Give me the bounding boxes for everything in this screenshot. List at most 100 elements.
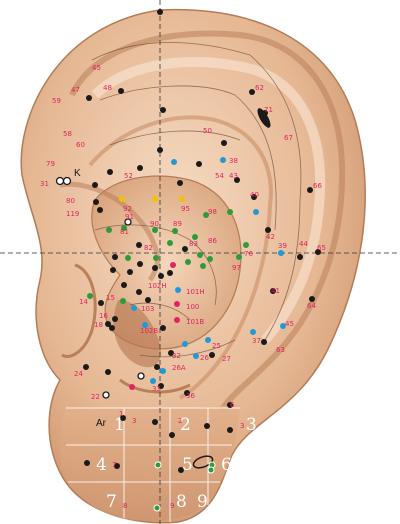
acupoint-85 xyxy=(129,384,135,390)
point-label-50: 63 xyxy=(276,346,285,354)
point-label-20: 95 xyxy=(181,205,190,213)
acupoint-73 xyxy=(205,337,211,343)
point-label-28: 83 xyxy=(189,240,198,248)
acupoint-86 xyxy=(158,383,164,389)
point-label-12: 80 xyxy=(66,197,75,205)
acupoint-31 xyxy=(192,234,198,240)
acupoint-53 xyxy=(167,270,173,276)
point-label-67: 9 xyxy=(170,502,174,510)
point-label-16: 43 xyxy=(229,172,238,180)
acupoint-13 xyxy=(307,187,313,193)
acupoint-91 xyxy=(152,419,158,425)
acupoint-101 xyxy=(169,432,175,438)
acupoint-84 xyxy=(150,378,156,384)
acupoint-88 xyxy=(184,390,190,396)
point-label-3: 59 xyxy=(52,97,61,105)
acupoint-6 xyxy=(221,140,227,146)
acupoint-37 xyxy=(278,250,284,256)
acupoint-1 xyxy=(86,95,92,101)
acupoint-72 xyxy=(160,325,166,331)
lobe-grid xyxy=(66,407,240,522)
acupoint-23 xyxy=(227,209,233,215)
point-label-57: 33 xyxy=(152,385,161,393)
region-lines xyxy=(91,42,302,358)
point-label-38: 14 xyxy=(79,298,88,306)
point-label-24: 42 xyxy=(266,233,275,241)
point-label-26: 90 xyxy=(150,220,159,228)
point-label-11: 31 xyxy=(40,180,49,188)
point-label-60: 6 xyxy=(230,401,235,409)
acupoint-38 xyxy=(125,255,131,261)
top-marker xyxy=(157,9,163,15)
acupoint-96 xyxy=(154,461,162,469)
label-ar: Ar xyxy=(96,418,107,429)
acupoint-5 xyxy=(157,147,163,153)
acupoint-52 xyxy=(158,273,164,279)
acupoint-68 xyxy=(142,322,148,328)
acupoint-98 xyxy=(178,467,184,473)
acupoint-50 xyxy=(110,267,116,273)
acupoint-78 xyxy=(209,352,215,358)
acupoint-79 xyxy=(83,364,89,370)
acupoint-24 xyxy=(203,212,209,218)
acupoint-57 xyxy=(270,288,276,294)
lobe-zone-5: 5 xyxy=(182,455,193,475)
acupoint-35 xyxy=(182,246,188,252)
acupoint-77 xyxy=(193,353,199,359)
acupoint-65 xyxy=(309,296,315,302)
point-label-56: 24 xyxy=(74,370,83,378)
acupoint-2 xyxy=(249,89,255,95)
acupoint-11 xyxy=(196,161,202,167)
point-label-5: 71 xyxy=(264,106,273,114)
point-label-34: 76 xyxy=(244,250,253,258)
acupoint-3 xyxy=(262,110,268,116)
acupoint-46 xyxy=(315,249,321,255)
lobe-zone-4: 4 xyxy=(96,455,107,475)
acupoint-9 xyxy=(171,159,177,165)
acupoint-63 xyxy=(174,301,180,307)
point-label-7: 58 xyxy=(63,130,72,138)
point-label-27: 89 xyxy=(173,220,182,228)
lobe-zone-8: 8 xyxy=(176,492,187,512)
point-label-61: 1 xyxy=(119,410,123,418)
acupoint-92 xyxy=(204,423,210,429)
acupoint-36 xyxy=(197,252,203,258)
acupoint-7 xyxy=(107,169,113,175)
acupoint-42 xyxy=(236,254,242,260)
lobe-oval xyxy=(192,455,214,469)
point-label-42: 103 xyxy=(141,305,154,313)
point-label-33: 86 xyxy=(208,237,217,245)
point-label-44: 41 xyxy=(271,287,280,295)
acupoint-19 xyxy=(119,196,125,202)
point-label-0: 45 xyxy=(92,64,101,72)
acupoint-71 xyxy=(250,329,256,335)
acupoint-70 xyxy=(280,323,286,329)
lobe-zone-1: 1 xyxy=(114,415,125,435)
acupoint-28 xyxy=(152,227,158,233)
point-label-58: 22 xyxy=(91,393,100,401)
acupoint-29 xyxy=(172,228,178,234)
acupoint-61 xyxy=(120,298,126,304)
point-label-63: 2 xyxy=(178,417,182,425)
acupoint-93 xyxy=(227,427,233,433)
acupoint-74 xyxy=(182,341,188,347)
acupoint-25 xyxy=(253,209,259,215)
point-label-59: 36 xyxy=(186,392,195,400)
acupoint-0 xyxy=(118,88,124,94)
acupoint-83 xyxy=(137,372,145,380)
acupoint-49 xyxy=(152,265,158,271)
point-label-15: 54 xyxy=(215,172,224,180)
point-label-46: 16 xyxy=(99,312,108,320)
lobe-zone-2: 2 xyxy=(180,415,191,435)
acupoint-69 xyxy=(109,325,115,331)
acupoint-55 xyxy=(175,287,181,293)
point-label-48: 45 xyxy=(285,320,294,328)
point-label-64: 3 xyxy=(240,422,244,430)
lobe-zone-3: 3 xyxy=(246,415,257,435)
label-k: K xyxy=(74,168,81,179)
acupoint-27 xyxy=(121,225,127,231)
point-label-14: 38 xyxy=(229,157,238,165)
